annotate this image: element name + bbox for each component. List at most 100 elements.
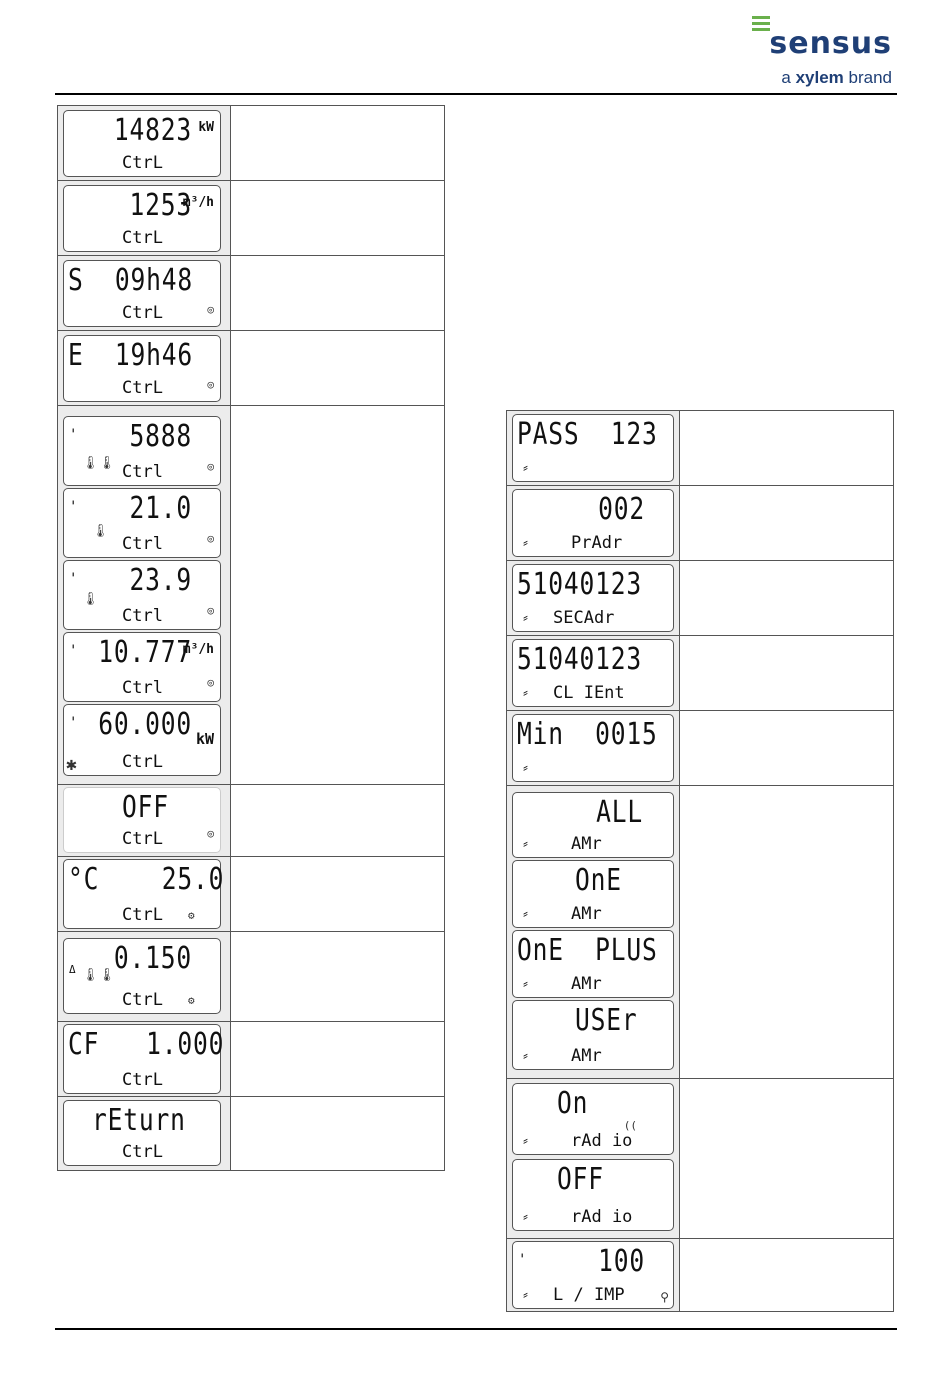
lcd-main-value: 23.9 <box>129 563 192 598</box>
lcd-main-value: ALL <box>596 795 643 830</box>
wrench-icon: ⸗ <box>523 458 528 476</box>
lcd-display: S 09h48 ◎ CtrL <box>63 260 221 327</box>
lcd-display: OFF ◎ CtrL <box>63 787 221 853</box>
lcd-label: CtrL <box>122 378 163 398</box>
lcd-label: CtrL <box>122 990 163 1010</box>
lcd-main-value: 51040123 <box>517 642 643 677</box>
table-row: On (( ⸗ rAd io OFF ⸗ rAd io <box>507 1079 893 1239</box>
lcd-main-value: 0.150 <box>113 941 192 976</box>
lcd-display: ' 100 ⸗ ⚲ L / IMP <box>512 1241 674 1309</box>
table-row: Min 0015 ⸗ <box>507 711 893 786</box>
lcd-main-value: E 19h46 <box>68 338 194 373</box>
lcd-main-value: 1253 <box>129 188 192 223</box>
thermometer-pair-icon: 🌡🌡 <box>82 456 116 471</box>
table-row: 51040123 ⸗ CL IEnt <box>507 636 893 711</box>
lcd-unit: kW <box>195 730 214 748</box>
lcd-label: Ctrl <box>122 462 163 482</box>
brand-tagline: a xylem brand <box>781 68 892 87</box>
lcd-main-value: 21.0 <box>129 491 192 526</box>
lcd-display: 51040123 ⸗ CL IEnt <box>512 639 674 707</box>
table-row: °C 25.0 ⚙ CtrL <box>58 857 444 932</box>
wrench-icon: ⸗ <box>523 1207 528 1225</box>
lcd-main-value: 14823 <box>113 113 192 148</box>
lcd-label: rAd io <box>571 1131 633 1151</box>
radio-signal-icon: (( <box>623 1119 637 1132</box>
table-row: OFF ◎ CtrL <box>58 785 444 857</box>
table-row: ' 5888 🌡🌡 ◎ Ctrl ' 21.0 🌡 ◎ Ctrl ' 23.9 … <box>58 406 444 785</box>
tariff-icon: ◎ <box>207 378 214 391</box>
wrench-icon: ⸗ <box>523 834 528 852</box>
wrench-icon: ⸗ <box>523 1131 528 1149</box>
lcd-main-value: OnE <box>575 863 622 898</box>
lcd-display: E 19h46 ◎ CtrL <box>63 335 221 402</box>
lcd-main-value: 5888 <box>129 419 192 454</box>
right-lcd-table: PASS 123 ⸗ 002 ⸗ PrAdr 51040123 ⸗ SECAdr… <box>506 410 894 1312</box>
lcd-unit: kW <box>198 120 214 135</box>
arrow-indicator-icon: ' <box>69 427 78 443</box>
lcd-main-value: OFF <box>122 790 169 825</box>
lcd-main-value: Min 0015 <box>517 717 658 752</box>
table-row: PASS 123 ⸗ <box>507 411 893 486</box>
lcd-display: OnE PLUS ⸗ AMr <box>512 930 674 998</box>
table-row: rEturn CtrL <box>58 1097 444 1170</box>
lcd-label: Ctrl <box>122 534 163 554</box>
wrench-icon: ⸗ <box>523 1285 528 1303</box>
lcd-label: rAd io <box>571 1207 633 1227</box>
lcd-display: USEr ⸗ AMr <box>512 1000 674 1070</box>
lcd-display: 1253 m³/h CtrL <box>63 185 221 252</box>
sensus-logo: sensus a xylem brand <box>732 8 892 88</box>
lcd-label: CtrL <box>122 303 163 323</box>
wrench-icon: ⸗ <box>523 904 528 922</box>
lcd-main-value: On <box>557 1086 589 1121</box>
lcd-label: AMr <box>571 834 602 854</box>
table-row: S 09h48 ◎ CtrL <box>58 256 444 331</box>
lcd-display: ' 60.000 kW ✱ CtrL <box>63 704 221 776</box>
arrow-indicator-icon: ' <box>69 499 78 515</box>
lcd-label: CtrL <box>122 752 163 772</box>
lcd-display: ALL ⸗ AMr <box>512 792 674 858</box>
arrow-indicator-icon: ' <box>69 571 78 587</box>
thermometer-pair-icon: 🌡🌡 <box>82 968 116 983</box>
lcd-main-value: OFF <box>557 1162 604 1197</box>
table-row: ALL ⸗ AMr OnE ⸗ AMr OnE PLUS ⸗ AMr USEr … <box>507 786 893 1079</box>
tariff-icon: ◎ <box>207 460 214 473</box>
arrow-indicator-icon: ' <box>69 643 78 659</box>
lcd-main-value: 10.777 <box>98 635 192 670</box>
lcd-label: CtrL <box>122 905 163 925</box>
table-row: 14823 kW CtrL <box>58 106 444 181</box>
lcd-display: 14823 kW CtrL <box>63 110 221 177</box>
table-row: Δ 0.150 🌡🌡 ⚙ CtrL <box>58 932 444 1022</box>
lcd-unit: m³/h <box>182 642 214 657</box>
lcd-main-value: 51040123 <box>517 567 643 602</box>
lcd-label: Ctrl <box>122 678 163 698</box>
lcd-display: ' 5888 🌡🌡 ◎ Ctrl <box>63 416 221 486</box>
lcd-display: 002 ⸗ PrAdr <box>512 489 674 557</box>
lcd-label: AMr <box>571 974 602 994</box>
table-row: ' 100 ⸗ ⚲ L / IMP <box>507 1239 893 1311</box>
lcd-display: Δ 0.150 🌡🌡 ⚙ CtrL <box>63 938 221 1014</box>
tariff-icon: ◎ <box>207 303 214 316</box>
lcd-label: AMr <box>571 1046 602 1066</box>
lcd-display: °C 25.0 ⚙ CtrL <box>63 859 223 929</box>
lcd-display: ' 23.9 🌡 ◎ Ctrl <box>63 560 221 630</box>
lcd-label: CtrL <box>122 228 163 248</box>
lcd-main-value: CF 1.000 <box>68 1027 225 1062</box>
lcd-display: OFF ⸗ rAd io <box>512 1159 674 1231</box>
lcd-display: ' 21.0 🌡 ◎ Ctrl <box>63 488 221 558</box>
logo-bars-icon <box>752 16 770 34</box>
tariff-icon: ◎ <box>207 604 214 617</box>
table-row: 002 ⸗ PrAdr <box>507 486 893 561</box>
lcd-label: L / IMP <box>553 1285 625 1305</box>
thermometer-icon: 🌡 <box>82 592 99 607</box>
asterisk-icon: ✱ <box>66 754 77 775</box>
lcd-label: SECAdr <box>553 608 615 628</box>
wrench-icon: ⸗ <box>523 974 528 992</box>
gear-icon: ⚙ <box>188 909 195 922</box>
wrench-icon: ⸗ <box>523 1046 528 1064</box>
lcd-main-value: OnE PLUS <box>517 933 658 968</box>
table-row: E 19h46 ◎ CtrL <box>58 331 444 406</box>
tariff-icon: ◎ <box>207 532 214 545</box>
wrench-icon: ⸗ <box>523 758 528 776</box>
header-rule <box>55 93 897 95</box>
wrench-icon: ⸗ <box>523 683 528 701</box>
